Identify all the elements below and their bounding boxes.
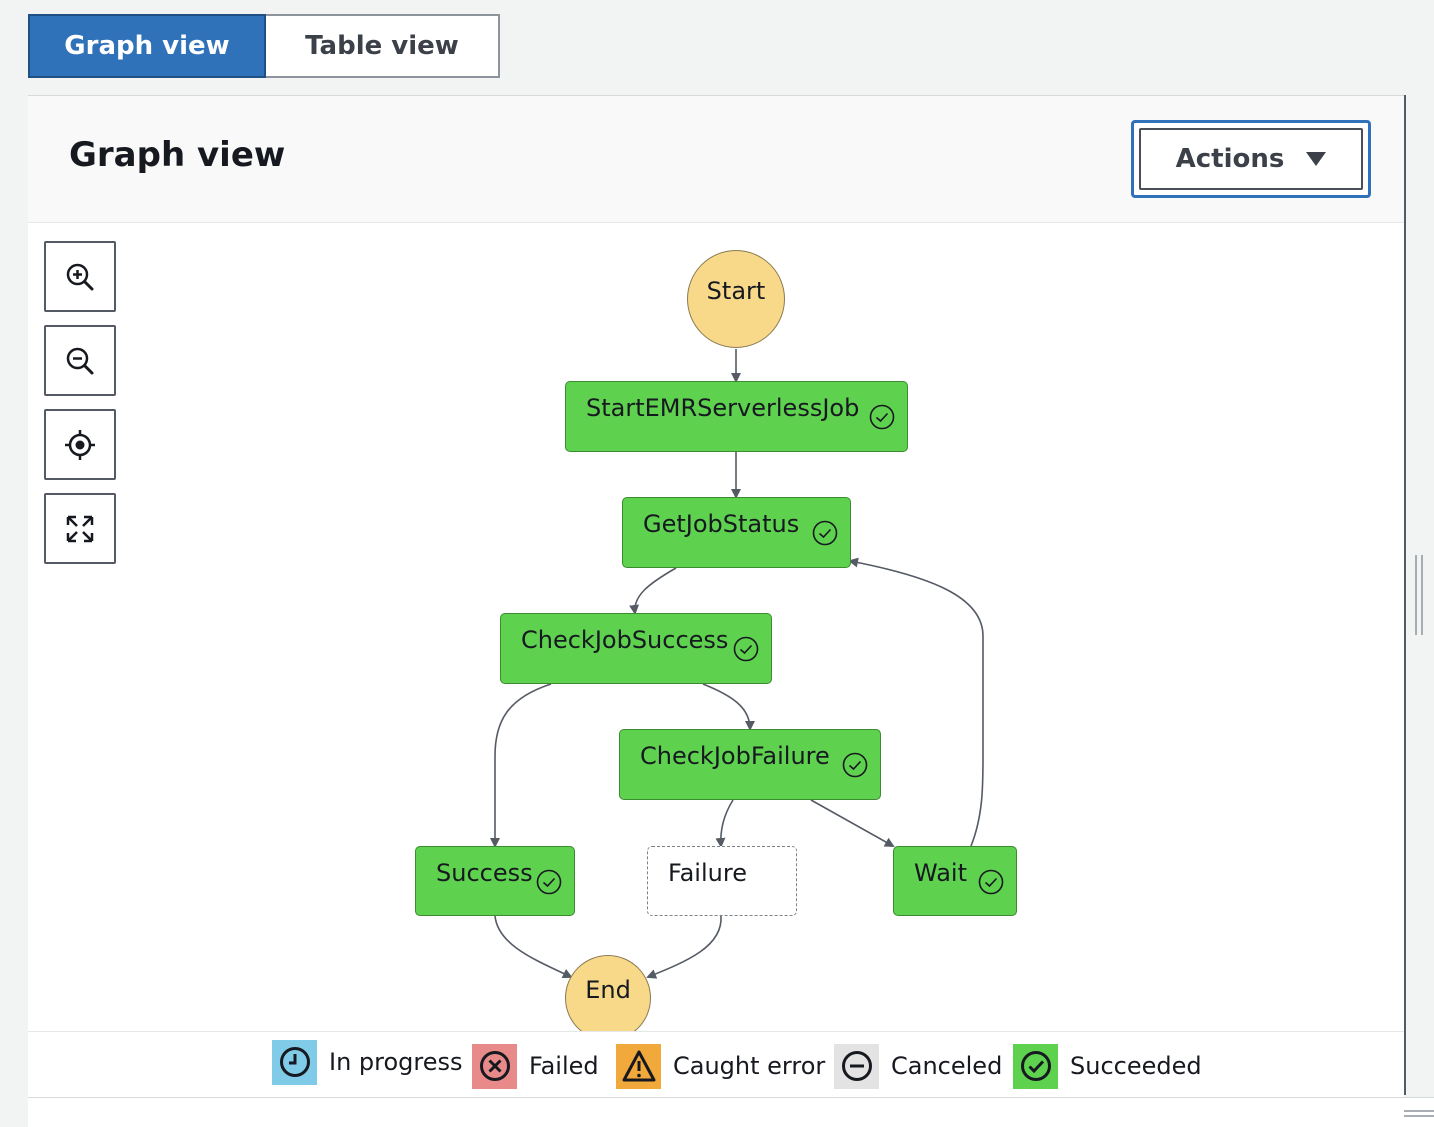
caret-down-icon	[1306, 152, 1327, 166]
legend-succeeded: Succeeded	[1013, 1043, 1202, 1089]
legend-label: Caught error	[673, 1052, 826, 1080]
panel-title: Graph view	[69, 135, 286, 175]
state-check-job-failure[interactable]: CheckJobFailure	[619, 729, 881, 800]
edge-checksuccess-to-checkfailure	[702, 683, 755, 731]
zoom-in-icon	[66, 263, 94, 290]
start-node[interactable]: Start	[687, 250, 785, 348]
legend-label: Canceled	[891, 1052, 1003, 1080]
actions-focus-ring: Actions	[1131, 120, 1371, 198]
state-label: CheckJobFailure	[640, 742, 830, 770]
state-start-emr-serverless-job[interactable]: StartEMRServerlessJob	[565, 381, 908, 452]
succeeded-icon	[1013, 1043, 1058, 1089]
end-label: End	[585, 976, 631, 1004]
check-circle-icon	[978, 869, 1004, 895]
panel-divider	[1404, 95, 1406, 1095]
bottom-resize-handle-icon[interactable]	[1404, 1108, 1434, 1118]
zoom-in-button[interactable]	[44, 241, 116, 312]
check-circle-icon	[869, 404, 895, 430]
state-label: Wait	[914, 859, 967, 887]
canceled-icon	[834, 1043, 879, 1089]
actions-label: Actions	[1175, 144, 1285, 174]
legend-label: In progress	[329, 1048, 463, 1076]
panel-header: Graph view Actions	[28, 96, 1404, 223]
zoom-out-button[interactable]	[44, 325, 116, 396]
legend-failed: Failed	[472, 1043, 599, 1089]
edge-checkfailure-to-failure	[715, 799, 734, 848]
legend-label: Succeeded	[1070, 1052, 1202, 1080]
graph-panel: Graph view Actions	[28, 95, 1404, 1097]
view-tabs: Graph view Table view	[28, 14, 500, 78]
state-success[interactable]: Success	[415, 846, 575, 916]
edge-failure-to-end	[646, 915, 722, 979]
tab-table-view[interactable]: Table view	[266, 14, 500, 78]
state-wait[interactable]: Wait	[893, 846, 1017, 916]
center-icon	[65, 429, 95, 460]
graph-canvas[interactable]: Start StartEMRServerlessJob GetJobStatus…	[28, 96, 1404, 1041]
legend-in-progress: In progress	[272, 1039, 463, 1085]
actions-button[interactable]: Actions	[1139, 128, 1363, 190]
state-label: CheckJobSuccess	[521, 626, 729, 654]
check-circle-icon	[536, 869, 562, 895]
check-circle-icon	[842, 752, 868, 778]
state-label: GetJobStatus	[643, 510, 800, 538]
zoom-out-icon	[66, 347, 94, 374]
state-failure[interactable]: Failure	[647, 846, 797, 916]
graph-edges	[490, 349, 984, 979]
state-get-job-status[interactable]: GetJobStatus	[622, 497, 851, 568]
state-check-job-success[interactable]: CheckJobSuccess	[500, 613, 772, 684]
fit-to-view-button[interactable]	[44, 493, 116, 564]
check-circle-icon	[812, 520, 838, 546]
in-progress-icon	[272, 1039, 317, 1085]
end-node[interactable]: End	[565, 955, 651, 1041]
warning-icon	[616, 1043, 661, 1089]
bottom-panel	[28, 1097, 1434, 1127]
legend-canceled: Canceled	[834, 1043, 1002, 1089]
state-label: Failure	[668, 859, 747, 887]
edge-success-to-end	[494, 915, 573, 979]
edge-wait-to-getjobstatus	[848, 557, 984, 847]
start-label: Start	[706, 277, 766, 305]
check-circle-icon	[733, 636, 759, 662]
edge-getjobstatus-to-checksuccess	[629, 567, 677, 615]
failed-icon	[472, 1043, 517, 1089]
tab-graph-view[interactable]: Graph view	[28, 14, 266, 78]
fit-icon	[66, 515, 94, 542]
center-graph-button[interactable]	[44, 409, 116, 480]
resize-handle-icon[interactable]	[1414, 555, 1424, 635]
state-label: Success	[436, 859, 533, 887]
legend-label: Failed	[529, 1052, 599, 1080]
state-label: StartEMRServerlessJob	[586, 394, 860, 422]
legend-caught-error: Caught error	[616, 1043, 825, 1089]
edge-checksuccess-to-success	[490, 683, 552, 848]
edge-checkfailure-to-wait	[810, 799, 895, 847]
status-legend: In progress Failed Caught error Canceled…	[28, 1031, 1404, 1097]
